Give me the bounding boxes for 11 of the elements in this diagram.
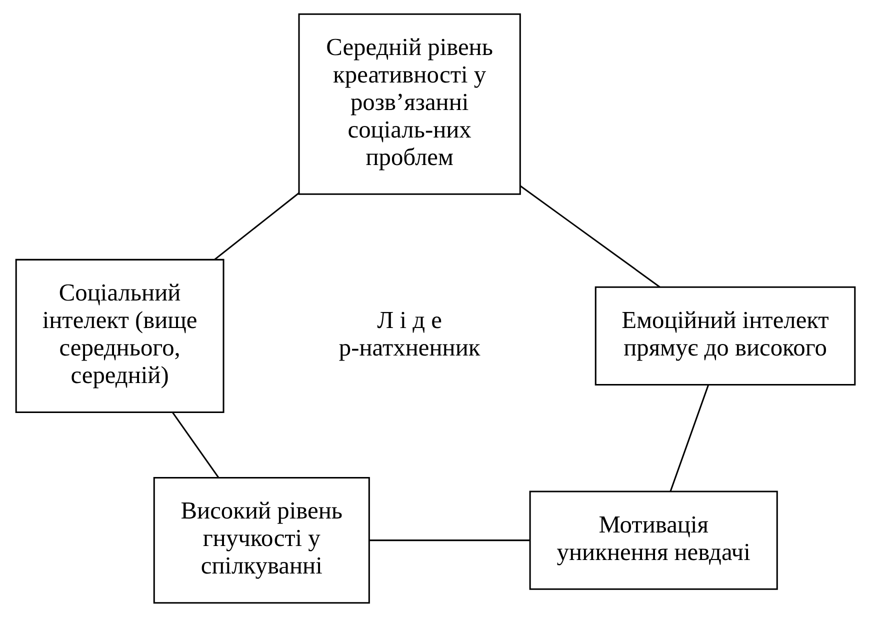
connector	[369, 540, 530, 542]
connector	[670, 384, 709, 492]
connector	[214, 192, 300, 260]
connector	[172, 412, 220, 478]
node-box: Мотивація уникнення невдачі	[529, 490, 778, 590]
node-box: Соціальний інтелект (вище середнього, середній)	[15, 258, 224, 413]
node-box: Емоційний інтелект прямує до високого	[594, 286, 856, 386]
node-box: Високий рівень гнучкості у спілкуванні	[153, 477, 370, 604]
label: Л і д е р-натхненник	[338, 307, 480, 362]
node-box: Середній рівень креативності у розв’язанні соціаль-них проблем	[298, 13, 521, 195]
connector	[520, 185, 660, 288]
